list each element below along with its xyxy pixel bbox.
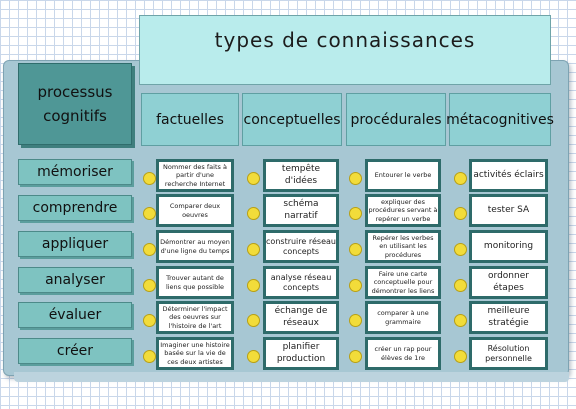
marker-dot — [454, 279, 467, 292]
col-header-metacognitives: métacognitives — [446, 93, 554, 146]
cell-r6-c4: Résolution personnelle — [469, 337, 548, 370]
corner-header: processus cognitifs — [18, 63, 132, 145]
marker-dot — [247, 350, 260, 363]
cell-r4-c4: ordonner étapes — [469, 266, 548, 299]
marker-dot — [143, 207, 156, 220]
cell-r1-c2: tempête d'idées — [263, 159, 339, 192]
cell-r4-c2: analyse réseau concepts — [263, 266, 339, 299]
marker-dot — [143, 314, 156, 327]
marker-dot — [143, 279, 156, 292]
marker-dot — [247, 314, 260, 327]
marker-dot — [247, 243, 260, 256]
row-header-creer: créer — [18, 338, 132, 364]
marker-dot — [143, 350, 156, 363]
cell-r6-c3: créer un rap pour élèves de 1re — [365, 337, 441, 370]
cell-r2-c1: Comparer deux oeuvres — [156, 194, 234, 227]
cell-r2-c4: tester SA — [469, 194, 548, 227]
marker-dot — [349, 172, 362, 185]
panel-shelf — [14, 372, 569, 382]
title-text: types de connaissances — [214, 28, 476, 52]
cell-r3-c4: monitoring — [469, 230, 548, 263]
marker-dot — [454, 350, 467, 363]
cell-r2-c2: schéma narratif — [263, 194, 339, 227]
row-header-memoriser: mémoriser — [18, 159, 132, 185]
cell-r2-c3: expliquer des procédures servant à repér… — [365, 194, 441, 227]
marker-dot — [247, 279, 260, 292]
cell-r1-c3: Entourer le verbe — [365, 159, 441, 192]
row-header-analyser: analyser — [18, 267, 132, 293]
marker-dot — [349, 207, 362, 220]
title-box: types de connaissances — [139, 15, 551, 85]
col-header-procedurales: procédurales — [346, 93, 446, 146]
cell-r1-c1: Nommer des faits à partir d'une recherch… — [156, 159, 234, 192]
cell-r1-c4: activités éclairs — [469, 159, 548, 192]
corner-line-1: processus — [37, 83, 113, 101]
cell-r3-c1: Démontrer au moyen d'une ligne du temps — [156, 230, 234, 263]
marker-dot — [349, 279, 362, 292]
cell-r4-c1: Trouver autant de liens que possible — [156, 266, 234, 299]
row-header-evaluer: évaluer — [18, 302, 132, 328]
marker-dot — [247, 172, 260, 185]
marker-dot — [349, 314, 362, 327]
marker-dot — [247, 207, 260, 220]
col-header-factuelles: factuelles — [141, 93, 239, 146]
cell-r3-c2: construire réseau concepts — [263, 230, 339, 263]
row-header-appliquer: appliquer — [18, 231, 132, 257]
cell-r5-c4: meilleure stratégie — [469, 301, 548, 334]
cell-r5-c3: comparer à une grammaire — [365, 301, 441, 334]
cell-r6-c1: Imaginer une histoire basée sur la vie d… — [156, 337, 234, 370]
cell-r5-c1: Déterminer l'impact des oeuvres sur l'hi… — [156, 301, 234, 334]
marker-dot — [349, 243, 362, 256]
row-header-comprendre: comprendre — [18, 195, 132, 221]
cell-r6-c2: planifier production — [263, 337, 339, 370]
cell-r5-c2: échange de réseaux — [263, 301, 339, 334]
marker-dot — [349, 350, 362, 363]
cell-r4-c3: Faire une carte conceptuelle pour démont… — [365, 266, 441, 299]
marker-dot — [454, 172, 467, 185]
col-header-conceptuelles: conceptuelles — [242, 93, 342, 146]
cell-r3-c3: Repérer les verbes en utilisant les proc… — [365, 230, 441, 263]
marker-dot — [143, 172, 156, 185]
marker-dot — [454, 314, 467, 327]
marker-dot — [143, 243, 156, 256]
corner-line-2: cognitifs — [43, 107, 107, 125]
marker-dot — [454, 243, 467, 256]
marker-dot — [454, 207, 467, 220]
